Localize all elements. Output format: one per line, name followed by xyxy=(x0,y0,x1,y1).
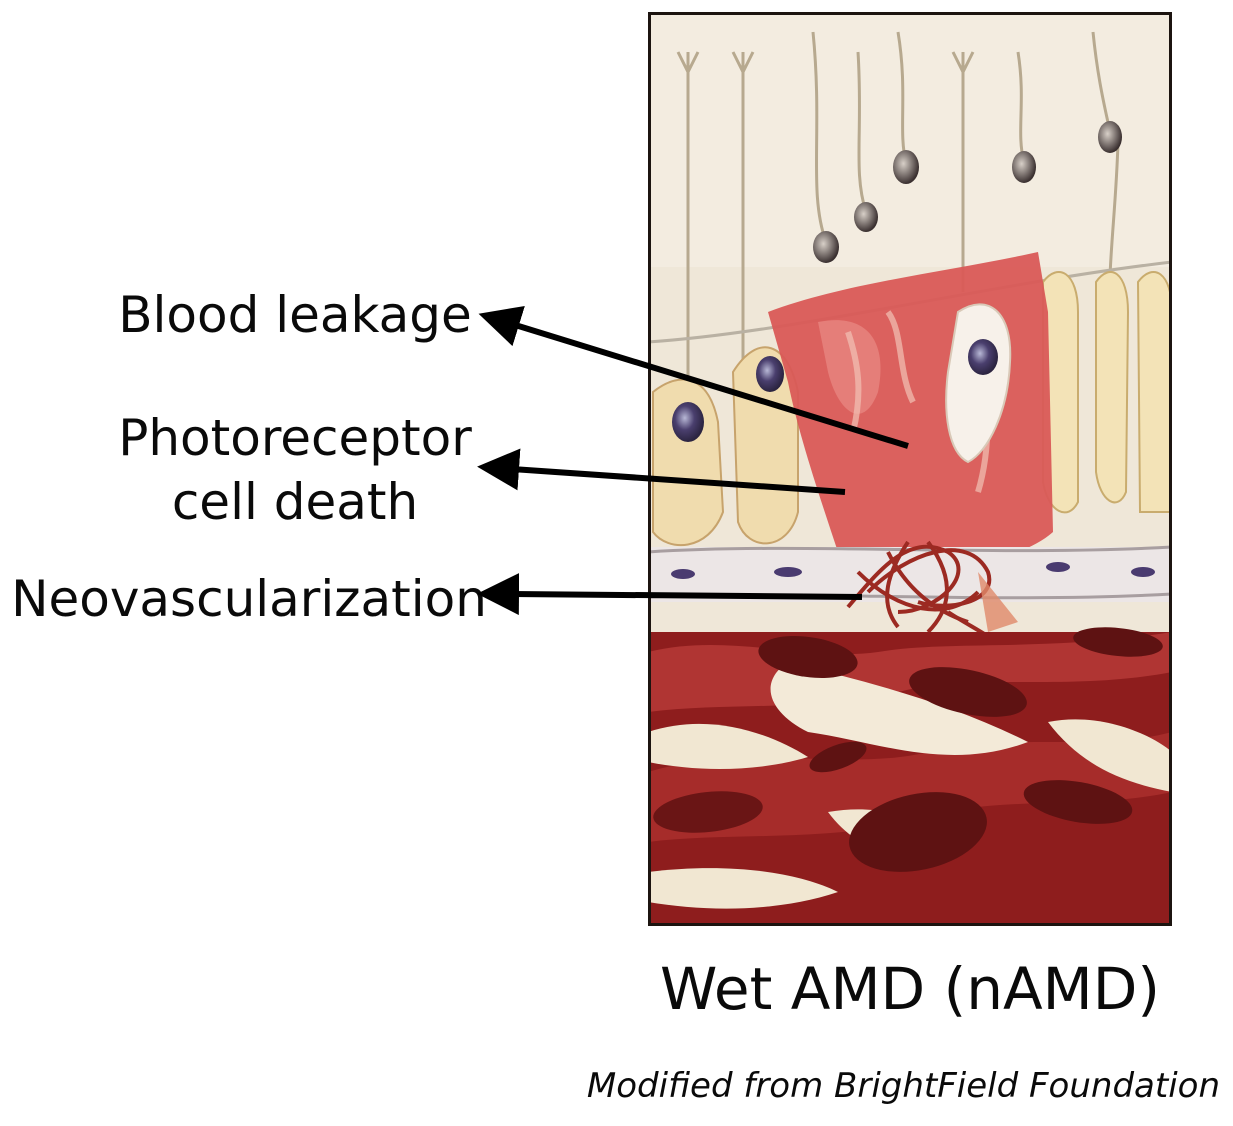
diagram-title: Wet AMD (nAMD) xyxy=(659,955,1161,1023)
photoreceptor-label-line2: cell death xyxy=(171,473,419,531)
photoreceptor-cell-death-label: Photoreceptor cell death xyxy=(95,406,495,534)
cell-nucleus xyxy=(1012,151,1036,183)
neovascularization-label: Neovascularization xyxy=(11,570,487,628)
cell-nucleus xyxy=(813,231,839,263)
cell-nucleus xyxy=(756,356,784,392)
cell-nucleus xyxy=(968,339,998,375)
source-credit: Modified from BrightField Foundation xyxy=(586,1066,1220,1106)
dying-photoreceptor-cell xyxy=(945,303,1012,464)
blood-leakage-label: Blood leakage xyxy=(118,286,472,344)
cell-nucleus xyxy=(893,150,919,184)
cell-nucleus xyxy=(672,402,704,442)
photoreceptor-cell xyxy=(1095,271,1130,504)
cell-nucleus xyxy=(1098,121,1122,153)
photoreceptor-label-line1: Photoreceptor xyxy=(118,409,472,467)
cell-nucleus xyxy=(854,202,878,232)
photoreceptor-cell xyxy=(1136,271,1172,513)
retina-cross-section-illustration xyxy=(648,12,1172,926)
